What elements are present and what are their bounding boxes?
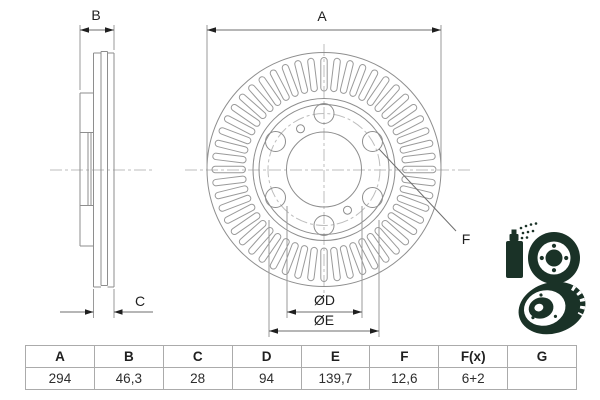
center-bore-circle xyxy=(286,131,362,208)
hat-edge-circle xyxy=(258,104,390,235)
value-e: 139,7 xyxy=(300,367,371,390)
dimension-table-header: A B C D E F F(x) G xyxy=(25,345,577,368)
col-header-fx: F(x) xyxy=(438,345,509,368)
bolt-hole xyxy=(265,187,286,208)
label-d: ØD xyxy=(314,292,335,308)
col-header-d: D xyxy=(231,345,302,368)
spray-coating-icon xyxy=(506,222,580,284)
bolt-circle xyxy=(267,113,381,226)
vented-disc-icon xyxy=(518,281,586,335)
col-header-f: F xyxy=(369,345,440,368)
front-view xyxy=(185,44,470,297)
dimension-table-body: 294 46,3 28 94 139,7 12,6 6+2 xyxy=(25,367,577,390)
dimension-values-row: 294 46,3 28 94 139,7 12,6 6+2 xyxy=(25,367,577,390)
dimension-b: B xyxy=(79,7,115,90)
label-e: ØE xyxy=(314,312,334,328)
dimension-f: F xyxy=(378,148,471,247)
drawing-canvas: B C xyxy=(50,7,586,337)
value-f: 12,6 xyxy=(369,367,440,390)
friction-band-inner-circle xyxy=(252,98,396,241)
value-g xyxy=(507,367,577,390)
label-c: C xyxy=(135,293,145,309)
value-c: 28 xyxy=(162,367,233,390)
bolt-hole xyxy=(362,187,383,208)
outer-diameter-circle xyxy=(206,52,442,287)
label-a: A xyxy=(317,8,327,24)
vent-slots xyxy=(211,57,437,282)
bolt-hole xyxy=(313,215,335,236)
locating-hole xyxy=(296,124,305,134)
col-header-a: A xyxy=(25,345,95,368)
dimension-a: A xyxy=(206,8,442,168)
value-b: 46,3 xyxy=(93,367,164,390)
label-f: F xyxy=(462,231,471,247)
dimension-table: A B C D E F F(x) G 294 46,3 28 94 139,7 … xyxy=(25,345,577,390)
col-header-b: B xyxy=(93,345,164,368)
bolt-hole xyxy=(313,103,335,124)
locating-hole xyxy=(343,205,352,215)
bolt-hole xyxy=(265,131,286,152)
col-header-c: C xyxy=(162,345,233,368)
dimension-c: C xyxy=(60,289,153,318)
side-view xyxy=(50,51,155,288)
value-d: 94 xyxy=(231,367,302,390)
col-header-e: E xyxy=(300,345,371,368)
value-a: 294 xyxy=(25,367,95,390)
value-fx: 6+2 xyxy=(438,367,509,390)
label-b: B xyxy=(91,7,100,23)
dimension-e: ØE xyxy=(268,220,380,337)
bolt-hole xyxy=(362,131,383,152)
col-header-g: G xyxy=(507,345,577,368)
dimension-d: ØD xyxy=(286,206,363,318)
